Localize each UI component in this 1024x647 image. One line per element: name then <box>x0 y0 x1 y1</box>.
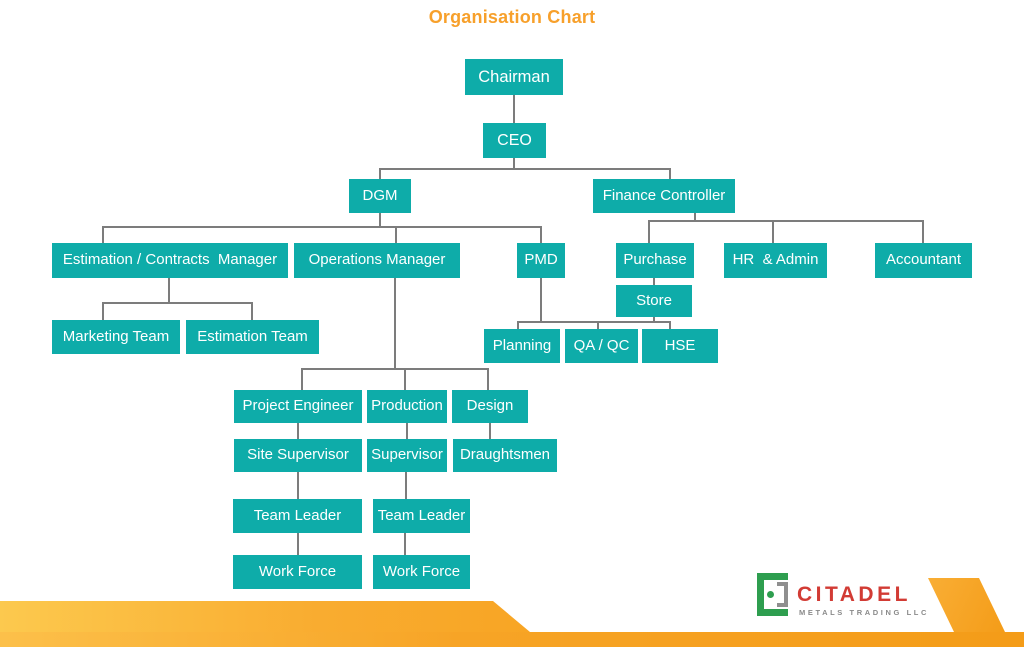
org-node-accountant: Accountant <box>875 243 972 278</box>
connector-line <box>301 368 489 370</box>
connector-line <box>772 220 774 243</box>
connector-line <box>395 226 397 243</box>
connector-line <box>394 278 396 369</box>
connector-line <box>404 368 406 390</box>
org-node-dgm: DGM <box>349 179 411 213</box>
logo-green-dot <box>767 591 774 598</box>
logo-gray-bracket <box>777 582 788 607</box>
connector-line <box>168 278 170 303</box>
connector-line <box>487 368 489 390</box>
org-node-marketing-team: Marketing Team <box>52 320 180 354</box>
connector-line <box>517 321 519 330</box>
org-node-project-engineer: Project Engineer <box>234 390 362 423</box>
citadel-logo-icon <box>757 573 788 616</box>
org-node-store: Store <box>616 285 692 317</box>
connector-line <box>379 213 381 227</box>
connector-line <box>406 423 408 439</box>
org-node-ceo: CEO <box>483 123 546 158</box>
connector-line <box>404 533 406 555</box>
connector-line <box>669 168 671 180</box>
connector-line <box>379 168 381 180</box>
connector-line <box>597 321 599 330</box>
connector-line <box>379 168 671 170</box>
connector-line <box>653 278 655 285</box>
org-node-supervisor: Supervisor <box>367 439 447 472</box>
connector-line <box>669 321 671 330</box>
logo-company-name: CITADEL <box>797 583 911 606</box>
connector-line <box>102 302 253 304</box>
connector-line <box>648 220 924 222</box>
connector-line <box>405 472 407 499</box>
org-node-finance-controller: Finance Controller <box>593 179 735 213</box>
connector-line <box>648 220 650 243</box>
connector-line <box>102 226 542 228</box>
org-node-planning: Planning <box>484 329 560 363</box>
org-node-work-force-1: Work Force <box>233 555 362 589</box>
connector-line <box>517 321 671 323</box>
org-node-hse: HSE <box>642 329 718 363</box>
connector-line <box>922 220 924 243</box>
footer-band-right-stripe <box>928 578 1005 632</box>
connector-line <box>102 302 104 320</box>
org-node-operations-manager: Operations Manager <box>294 243 460 278</box>
connector-line <box>297 533 299 555</box>
connector-line <box>513 95 515 123</box>
org-node-qa-qc: QA / QC <box>565 329 638 363</box>
org-node-design: Design <box>452 390 528 423</box>
connector-line <box>489 423 491 439</box>
page-title: Organisation Chart <box>428 7 596 27</box>
connector-line <box>694 213 696 222</box>
logo-tagline: METALS TRADING LLC <box>799 608 929 617</box>
connector-line <box>540 278 542 323</box>
connector-line <box>297 423 299 439</box>
org-node-production: Production <box>367 390 447 423</box>
connector-line <box>301 368 303 390</box>
connector-line <box>251 302 253 320</box>
org-node-team-leader-2: Team Leader <box>373 499 470 533</box>
org-node-estimation-team: Estimation Team <box>186 320 319 354</box>
org-node-chairman: Chairman <box>465 59 563 95</box>
org-node-draughtsmen: Draughtsmen <box>453 439 557 472</box>
footer-band-left-wedge <box>0 601 530 632</box>
connector-line <box>540 226 542 243</box>
footer-band-bottom-bar <box>0 632 1024 647</box>
connector-line <box>653 317 655 323</box>
org-node-purchase: Purchase <box>616 243 694 278</box>
connector-line <box>102 226 104 243</box>
org-node-team-leader-1: Team Leader <box>233 499 362 533</box>
connector-line <box>513 158 515 169</box>
org-node-estimation-contracts-manager: Estimation / Contracts Manager <box>52 243 288 278</box>
org-node-site-supervisor: Site Supervisor <box>234 439 362 472</box>
org-node-hr-admin: HR & Admin <box>724 243 827 278</box>
org-node-work-force-2: Work Force <box>373 555 470 589</box>
org-node-pmd: PMD <box>517 243 565 278</box>
logo-green-bracket <box>757 573 788 616</box>
connector-line <box>297 472 299 499</box>
